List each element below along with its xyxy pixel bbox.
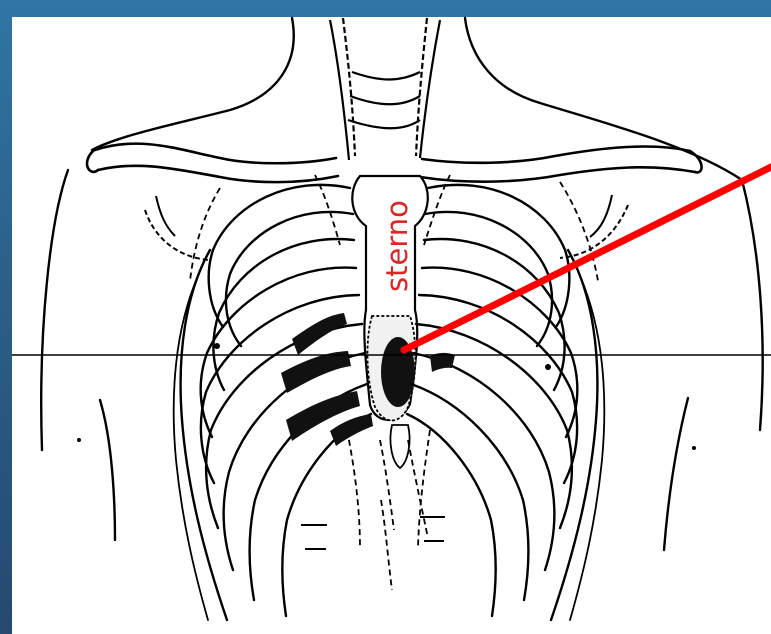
trachea — [330, 18, 440, 160]
ribs-right — [407, 185, 604, 620]
pointer-arrow — [404, 167, 771, 350]
sterno-label: sterno — [380, 200, 414, 292]
